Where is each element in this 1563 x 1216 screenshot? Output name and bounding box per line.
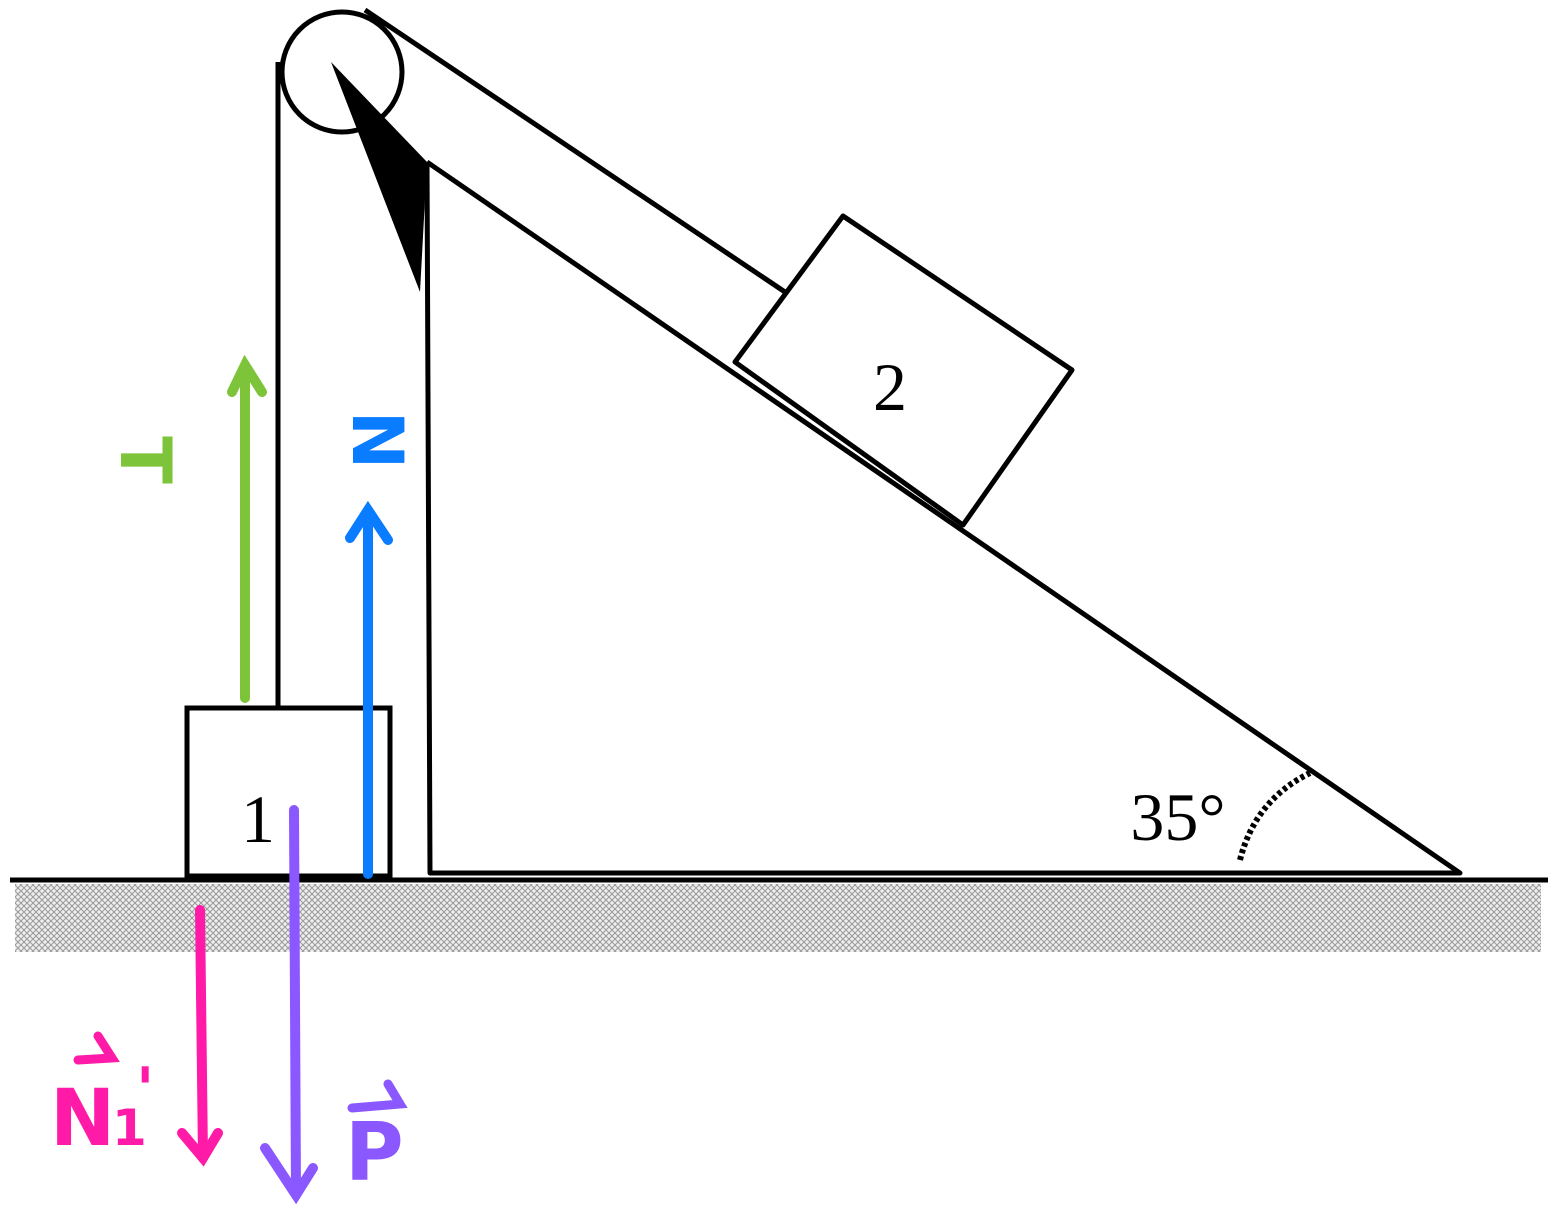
rope-incline [363, 7, 787, 295]
incline-triangle [424, 159, 1463, 876]
weight-vector [260, 805, 318, 1205]
tension-vector [227, 354, 267, 703]
pulley [279, 9, 405, 135]
block-1-label: 1 [241, 781, 275, 857]
pulley-support [331, 62, 427, 292]
normal-reaction-prime: ' [136, 1055, 154, 1125]
angle-label: 35° [1130, 779, 1225, 855]
normal-label-group: N [336, 411, 418, 470]
normal-label: N [336, 411, 418, 470]
block-2 [732, 213, 1075, 528]
tension-label-group: T [104, 436, 186, 484]
normal-reaction-label-group: N 1 ' [50, 1031, 154, 1164]
ground-hatch [15, 884, 1541, 952]
normal-reaction-subscript: 1 [112, 1099, 147, 1157]
normal-reaction-vector [177, 905, 223, 1167]
block-1 [184, 705, 393, 879]
angle-arc [1237, 770, 1312, 861]
block-2-label: 2 [873, 349, 907, 425]
tension-label: T [104, 436, 186, 484]
normal-vector [345, 500, 393, 879]
weight-label: P [345, 1106, 404, 1199]
weight-label-group: P [345, 1079, 408, 1199]
normal-reaction-label: N [50, 1074, 115, 1164]
